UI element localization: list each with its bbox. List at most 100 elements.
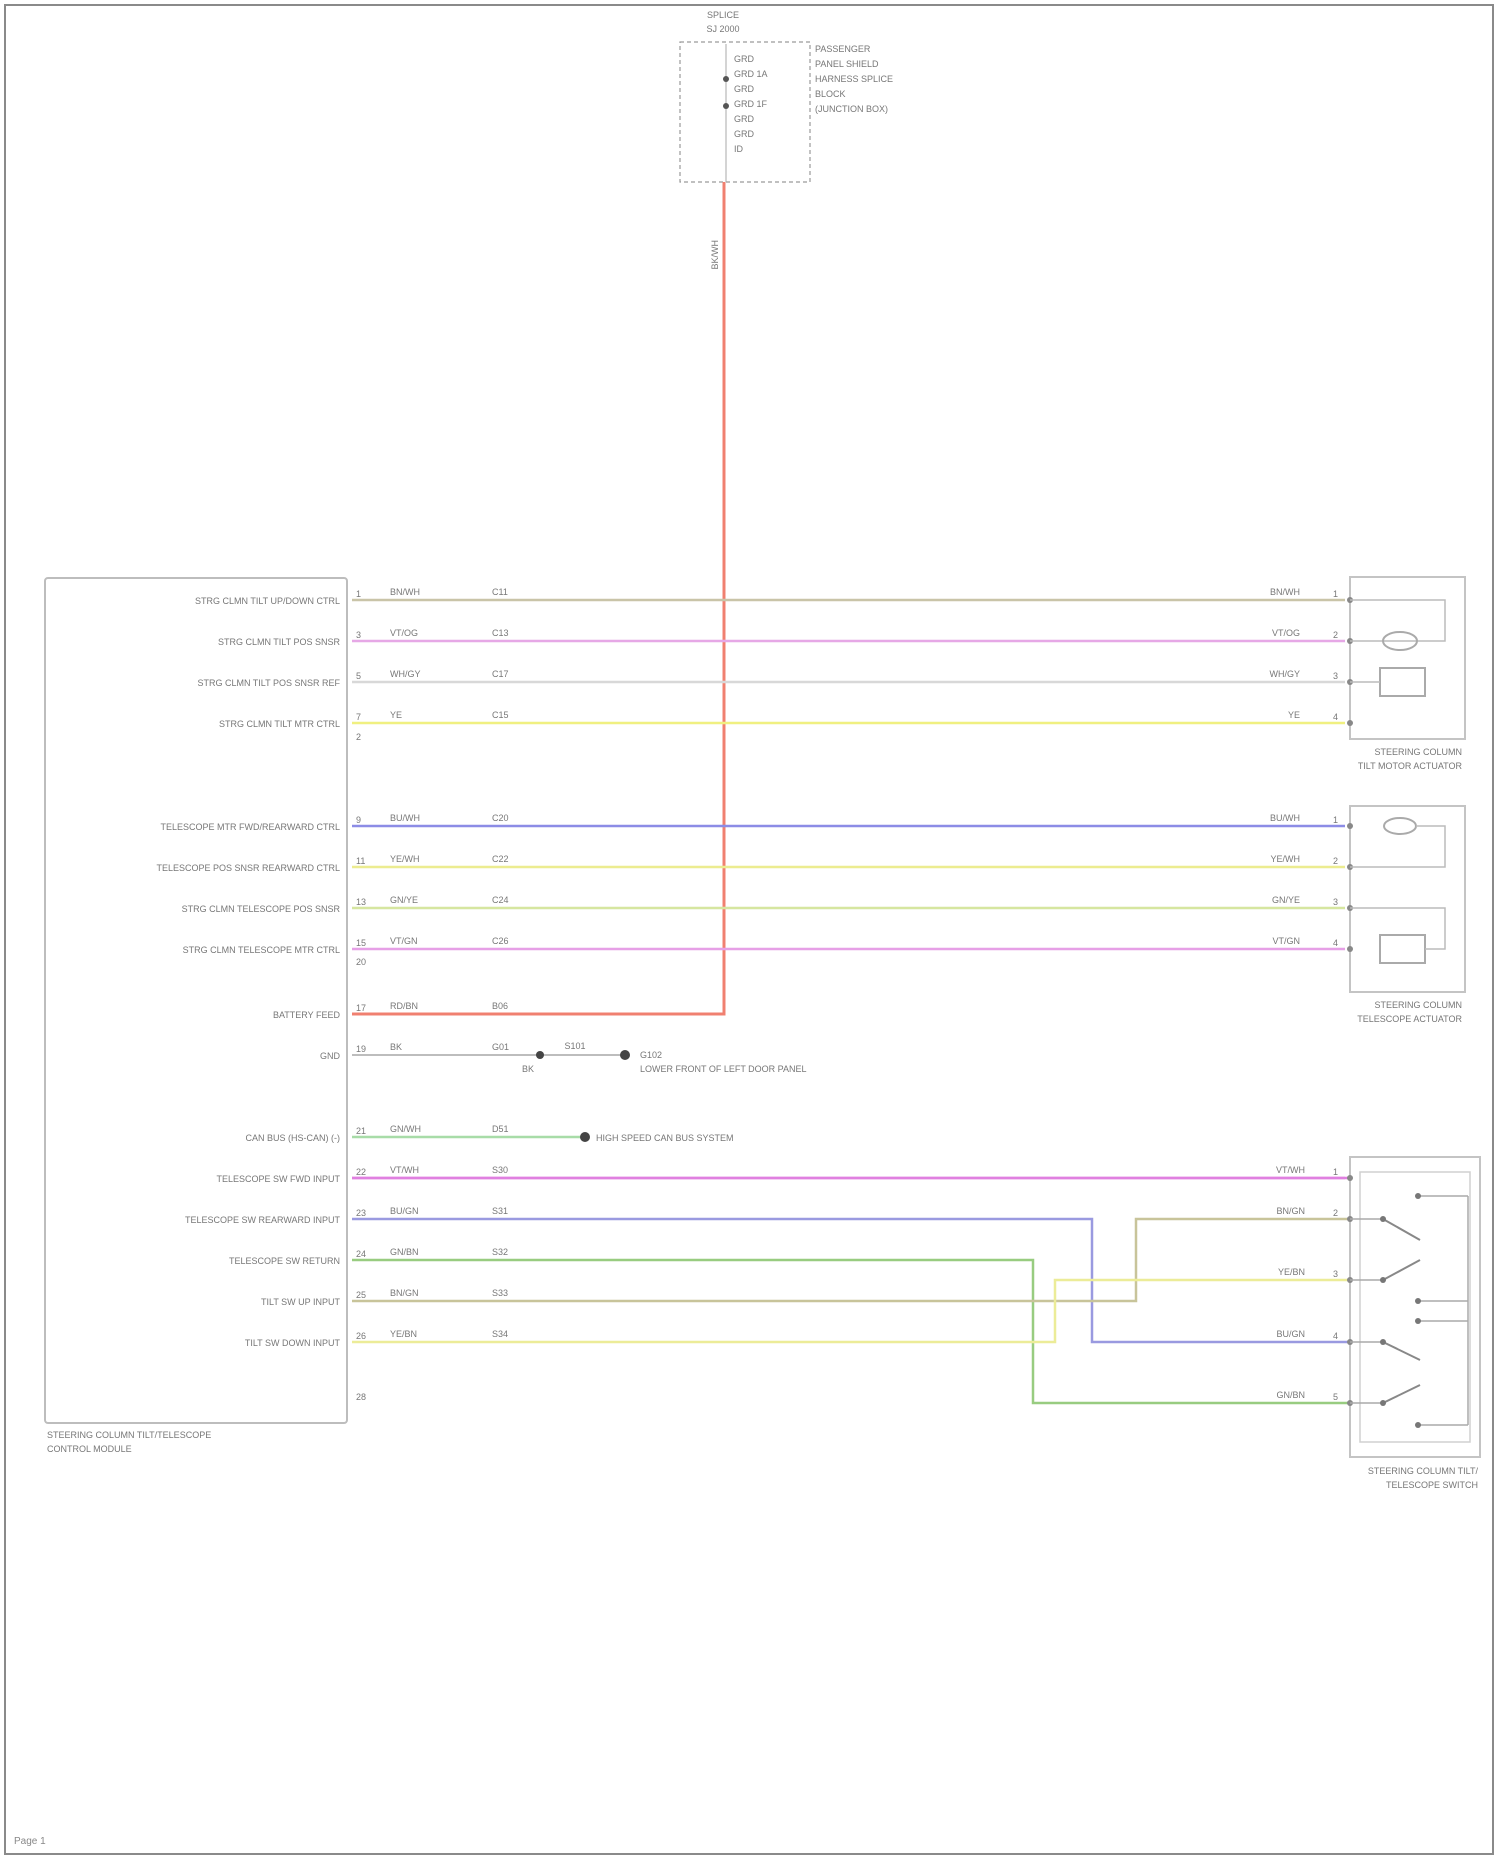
pin-number: 24	[356, 1249, 366, 1259]
pin-number: 11	[356, 856, 365, 866]
splice-dot	[723, 76, 729, 82]
switch-contact-arm	[1382, 1384, 1421, 1404]
splice-pin-label: GRD 1A	[734, 69, 768, 79]
pin-label: GND	[320, 1051, 341, 1061]
pin-label: TILT SW UP INPUT	[261, 1297, 341, 1307]
circuit-label: C22	[492, 854, 509, 864]
telescope-motor-loop	[1350, 907, 1446, 950]
circuit-label: C20	[492, 813, 509, 823]
pin-label: TILT SW DOWN INPUT	[245, 1338, 341, 1348]
wire-color-label: WH/GY	[390, 669, 421, 679]
circuit-label: S31	[492, 1206, 508, 1216]
footer-text: Page 1	[14, 1836, 46, 1847]
splice-pin-label: GRD	[734, 54, 755, 64]
splice-pin-label: GRD	[734, 114, 755, 124]
wire-color-label: BN/GN	[390, 1288, 419, 1298]
wire-color-label: BU/WH	[390, 813, 420, 823]
tilt-pin-dot	[1347, 720, 1353, 726]
ground-id-label: G102	[640, 1050, 662, 1060]
switch-common-dot	[1415, 1298, 1421, 1304]
splice-pin-label: GRD	[734, 129, 755, 139]
circuit-label: D51	[492, 1124, 509, 1134]
switch-common-dot	[1415, 1193, 1421, 1199]
pin-number: 26	[356, 1331, 366, 1341]
switch-pin-number: 3	[1333, 1269, 1338, 1279]
switch-pin-number: 4	[1333, 1331, 1338, 1341]
pin-number: 7	[356, 712, 361, 722]
switch-contact-dot	[1380, 1277, 1386, 1283]
tilt-wire-label: BN/WH	[1270, 587, 1300, 597]
wire-switch-return	[352, 1258, 1350, 1405]
circuit-label: C26	[492, 936, 509, 946]
ground-wire-label: BK	[522, 1064, 534, 1074]
wire-color-label: VT/WH	[390, 1165, 419, 1175]
pin-number: 19	[356, 1044, 366, 1054]
switch-title: STEERING COLUMN TILT/	[1368, 1466, 1479, 1476]
tilt-pin-number: 4	[1333, 712, 1338, 722]
wire-color-label: GN/BN	[390, 1247, 419, 1257]
switch-pin-number: 5	[1333, 1392, 1338, 1402]
telescope-sensor-icon	[1383, 817, 1417, 835]
pin-label: TELESCOPE SW RETURN	[229, 1256, 340, 1266]
pin-label: TELESCOPE POS SNSR REARWARD CTRL	[156, 863, 340, 873]
switch-common-dot	[1415, 1318, 1421, 1324]
splice-connector-box	[679, 41, 811, 183]
tilt-pin-number: 2	[1333, 630, 1338, 640]
switch-contact-arm	[1382, 1218, 1421, 1241]
splice-pin-label: ID	[734, 144, 744, 154]
telescope-pin-number: 4	[1333, 938, 1338, 948]
wire-color-label: VT/OG	[390, 628, 418, 638]
circuit-label: C11	[492, 587, 508, 597]
pin-number: 22	[356, 1167, 366, 1177]
telescope-actuator-box	[1349, 805, 1466, 993]
pin-number: 13	[356, 897, 366, 907]
diagram-frame	[4, 4, 1494, 1855]
control-module-subtitle: CONTROL MODULE	[47, 1444, 132, 1454]
splice-note: BLOCK	[815, 89, 846, 99]
telescope-wire-label: VT/GN	[1272, 936, 1300, 946]
pin-number: 23	[356, 1208, 366, 1218]
control-module-title: STEERING COLUMN TILT/TELESCOPE	[47, 1430, 211, 1440]
pin-number: 21	[356, 1126, 366, 1136]
ground-location-label: LOWER FRONT OF LEFT DOOR PANEL	[640, 1064, 807, 1074]
tilt-actuator-subtitle: TILT MOTOR ACTUATOR	[1358, 761, 1463, 771]
switch-contact-dot	[1380, 1216, 1386, 1222]
pin-label: STRG CLMN TILT POS SNSR	[218, 637, 341, 647]
tilt-actuator-box	[1349, 576, 1466, 740]
pin-label: STRG CLMN TILT MTR CTRL	[219, 719, 340, 729]
extra-pin-number: 20	[356, 957, 366, 967]
splice-wire-label: BK/WH	[710, 240, 720, 270]
switch-wire-label: GN/BN	[1276, 1390, 1305, 1400]
wire-switch-tilt-up	[352, 1217, 1350, 1303]
tilt-pin-number: 1	[1333, 589, 1338, 599]
splice-title: SPLICE	[707, 10, 739, 20]
circuit-label: S30	[492, 1165, 508, 1175]
circuit-label: C17	[492, 669, 509, 679]
switch-wire-label: BU/GN	[1276, 1329, 1305, 1339]
circuit-label: C24	[492, 895, 509, 905]
pin-label: TELESCOPE SW FWD INPUT	[216, 1174, 340, 1184]
circuit-label: S33	[492, 1288, 508, 1298]
tilt-motor-icon	[1379, 667, 1426, 697]
pin-label: TELESCOPE SW REARWARD INPUT	[185, 1215, 341, 1225]
telescope-pin-number: 1	[1333, 815, 1338, 825]
switch-pin-number: 2	[1333, 1208, 1338, 1218]
circuit-label: S32	[492, 1247, 508, 1257]
tilt-sensor-loop	[1350, 599, 1446, 642]
splice-note: PASSENGER	[815, 44, 871, 54]
circuit-label: B06	[492, 1001, 508, 1011]
battery-feed-wire	[352, 182, 726, 1016]
pin-number: 1	[356, 589, 361, 599]
switch-outer-box	[1349, 1156, 1481, 1458]
circuit-label: C15	[492, 710, 509, 720]
pin-number: 9	[356, 815, 361, 825]
pin-label: TELESCOPE MTR FWD/REARWARD CTRL	[160, 822, 340, 832]
tilt-sensor-icon	[1382, 631, 1418, 651]
switch-contact-dot	[1380, 1400, 1386, 1406]
telescope-sensor-loop	[1350, 825, 1446, 868]
pin-label: STRG CLMN TILT UP/DOWN CTRL	[195, 596, 340, 606]
pin-label: STRG CLMN TELESCOPE POS SNSR	[182, 904, 341, 914]
ground-splice-label: S101	[564, 1041, 585, 1051]
switch-pin-dot	[1347, 1175, 1353, 1181]
